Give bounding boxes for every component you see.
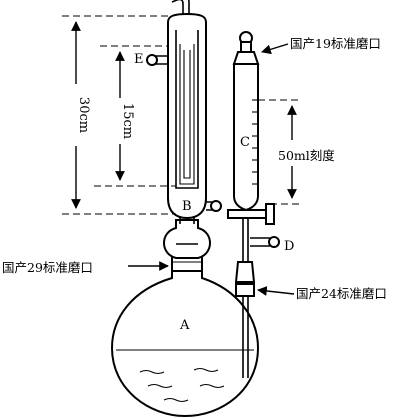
label-part-a: A (179, 318, 190, 333)
dimension-50ml: 50ml刻度 (258, 99, 335, 205)
solvent-wave-marks (139, 367, 225, 403)
burette-c (227, 31, 280, 378)
label-50ml-scale: 50ml刻度 (278, 148, 335, 163)
callout-joint-19: 国产19标准磨口 (261, 36, 381, 55)
reflux-condenser (146, 0, 222, 224)
joint-29-socket (171, 256, 203, 272)
label-30cm: 30cm (76, 97, 91, 133)
label-part-e: E (134, 52, 144, 67)
label-part-b: B (182, 199, 192, 214)
label-joint-19: 国产19标准磨口 (290, 36, 381, 51)
label-part-c: C (240, 135, 250, 150)
label-joint-29: 国产29标准磨口 (2, 260, 93, 275)
label-part-d: D (284, 239, 294, 254)
label-15cm: 15cm (120, 103, 135, 139)
callout-joint-29: 国产29标准磨口 (2, 260, 169, 275)
dimension-15cm: 15cm (94, 45, 176, 187)
dimension-30cm: 30cm (62, 15, 176, 215)
bulb-b (163, 219, 211, 259)
callout-joint-24: 国产24标准磨口 (257, 286, 387, 301)
label-joint-24: 国产24标准磨口 (296, 286, 387, 301)
burette-graduations (252, 99, 258, 185)
